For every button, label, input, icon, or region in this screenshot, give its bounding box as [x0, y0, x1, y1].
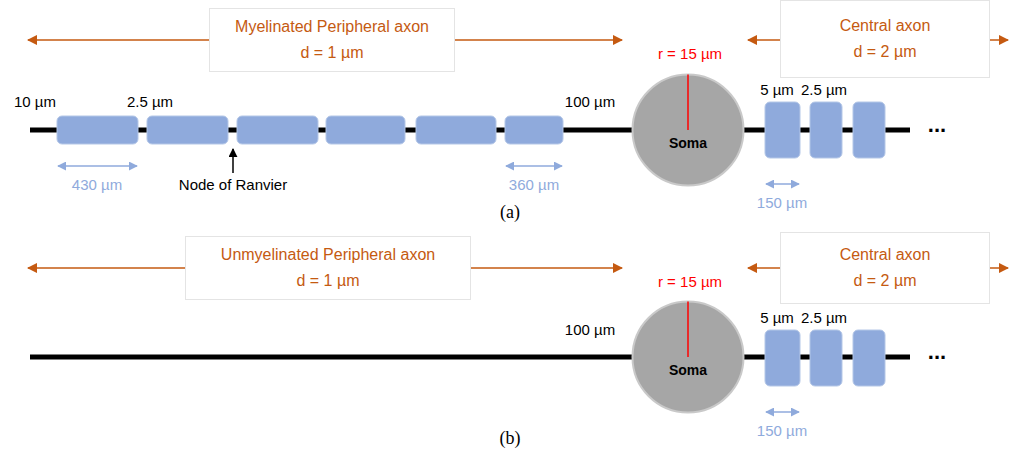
dimension-label: 5 µm — [760, 309, 794, 326]
dimension-label: 150 µm — [757, 194, 807, 211]
continuation-mark: ... — [928, 112, 946, 137]
node-text: d = 1 µm — [300, 40, 363, 66]
radius-line — [687, 75, 689, 131]
node-text: Central axon — [840, 13, 931, 39]
node-text: d = 2 µm — [853, 268, 916, 294]
node-text: Unmyelinated Peripheral axon — [221, 242, 435, 268]
dimension-label: 360 µm — [509, 176, 559, 193]
label-box: Central axond = 2 µm — [780, 232, 990, 304]
panel-caption: (a) — [500, 202, 520, 223]
node-text: Central axon — [840, 242, 931, 268]
node-text: Myelinated Peripheral axon — [235, 14, 429, 40]
dimension-label: 2.5 µm — [801, 309, 847, 326]
dimension-label: 100 µm — [565, 93, 615, 110]
node-text: Soma — [631, 362, 745, 378]
dimension-arrow — [766, 183, 799, 185]
dimension-label: 10 µm — [14, 93, 56, 110]
soma-body — [633, 302, 744, 413]
dimension-label: 150 µm — [757, 422, 807, 439]
dimension-arrow — [58, 165, 137, 167]
radius-label: r = 15 µm — [658, 45, 722, 62]
dimension-label: 430 µm — [72, 176, 122, 193]
radius-label: r = 15 µm — [658, 273, 722, 290]
soma-circle: Soma — [631, 300, 745, 414]
pointer-arrow — [232, 149, 234, 173]
radius-line — [687, 302, 689, 358]
label-box: Myelinated Peripheral axond = 1 µm — [209, 8, 455, 72]
soma-circle: Soma — [631, 73, 745, 187]
dimension-label: 5 µm — [760, 81, 794, 98]
label-box: Unmyelinated Peripheral axond = 1 µm — [185, 236, 471, 300]
dimension-arrow — [506, 165, 562, 167]
node-text: d = 1 µm — [296, 268, 359, 294]
node-text: d = 2 µm — [853, 39, 916, 65]
continuation-mark: ... — [928, 339, 946, 364]
dimension-label: 100 µm — [565, 321, 615, 338]
dimension-label: 2.5 µm — [801, 81, 847, 98]
part-name: Node of Ranvier — [179, 176, 287, 193]
soma-shape — [631, 73, 745, 187]
myelin-sheath — [57, 102, 885, 386]
dimension-arrow — [766, 411, 799, 413]
panel-caption: (b) — [500, 428, 521, 449]
node-text: Soma — [631, 135, 745, 151]
dimension-label: 2.5 µm — [127, 93, 173, 110]
label-box: Central axond = 2 µm — [780, 0, 990, 78]
soma-shape — [631, 300, 745, 414]
soma-body — [633, 75, 744, 186]
